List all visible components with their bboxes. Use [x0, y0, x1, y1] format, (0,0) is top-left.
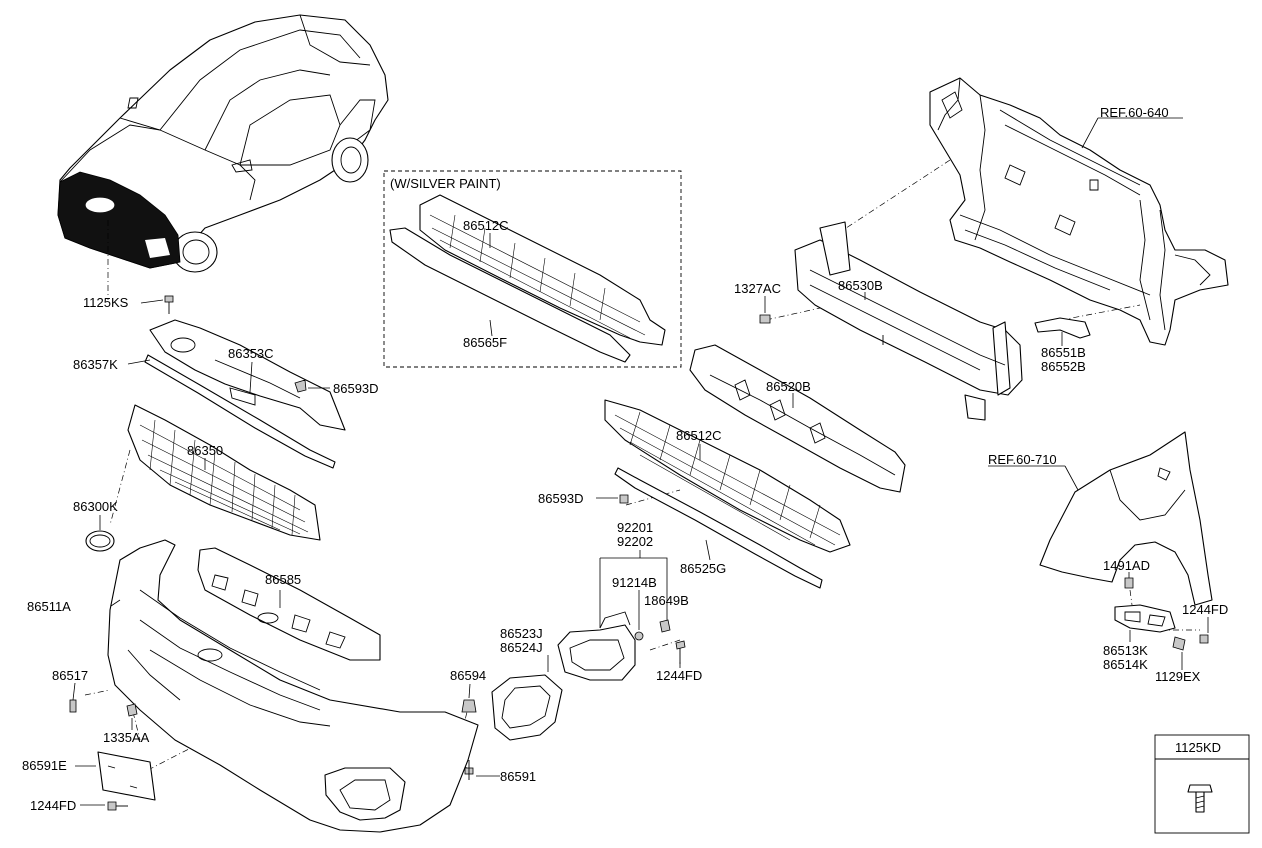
label-86523J: 86523J: [500, 626, 543, 641]
label-1327AC: 1327AC: [734, 281, 781, 296]
fog-lamp: [557, 550, 686, 681]
label-1491AD: 1491AD: [1103, 558, 1150, 573]
label-1244FD-mid: 1244FD: [656, 668, 702, 683]
label-86353C: 86353C: [228, 346, 274, 361]
upper-grille-parts: [127, 295, 346, 469]
mid-fasteners: [461, 683, 500, 780]
label-86593D-top: 86593D: [333, 381, 379, 396]
label-86530B: 86530B: [838, 278, 883, 293]
label-86593D-mid: 86593D: [538, 491, 584, 506]
energy-absorber: [689, 344, 906, 493]
label-86551B: 86551B: [1041, 345, 1086, 360]
label-ref-60-640: REF.60-640: [1100, 105, 1169, 120]
label-91214B: 91214B: [612, 575, 657, 590]
label-1244FD-right: 1244FD: [1182, 602, 1228, 617]
label-86512C-lower: 86512C: [676, 428, 722, 443]
part-labels: 1125KS 86357K 86353C 86593D 86350 86300K…: [22, 105, 1228, 813]
label-86512C-box: 86512C: [463, 218, 509, 233]
silver-paint-box: (W/SILVER PAINT): [383, 170, 682, 368]
radiator-support-ref: [929, 77, 1229, 346]
label-86520B: 86520B: [766, 379, 811, 394]
label-86300K: 86300K: [73, 499, 118, 514]
label-86585: 86585: [265, 572, 301, 587]
lower-grille: [596, 399, 851, 589]
label-86552B: 86552B: [1041, 359, 1086, 374]
radiator-grille: [127, 404, 321, 541]
label-ref-60-710: REF.60-710: [988, 452, 1057, 467]
label-86525G: 86525G: [680, 561, 726, 576]
label-92201: 92201: [617, 520, 653, 535]
label-86517: 86517: [52, 668, 88, 683]
fog-lamp-cover: [491, 655, 563, 741]
label-1244FD-left: 1244FD: [30, 798, 76, 813]
vehicle-illustration: [57, 14, 389, 273]
lower-left-fasteners: [69, 682, 156, 811]
inset-1125kd: [1154, 734, 1250, 834]
label-86524J: 86524J: [500, 640, 543, 655]
label-18649B: 18649B: [644, 593, 689, 608]
label-86357K: 86357K: [73, 357, 118, 372]
label-86594: 86594: [450, 668, 486, 683]
label-86565F: 86565F: [463, 335, 507, 350]
bracket-86551b: [1034, 317, 1091, 346]
front-bumper-cover: [107, 539, 479, 833]
label-92202: 92202: [617, 534, 653, 549]
label-86591E: 86591E: [22, 758, 67, 773]
label-86514K: 86514K: [1103, 657, 1148, 672]
label-1335AA: 1335AA: [103, 730, 150, 745]
label-1125KD: 1125KD: [1175, 740, 1221, 755]
label-86511A: 86511A: [27, 599, 71, 614]
label-86513K: 86513K: [1103, 643, 1148, 658]
emblem: [85, 515, 115, 552]
grille-reinforcement: [197, 547, 381, 661]
silver-paint-box-title: (W/SILVER PAINT): [390, 176, 501, 191]
label-86591: 86591: [500, 769, 536, 784]
bumper-beam: [759, 221, 1023, 421]
label-86350: 86350: [187, 443, 223, 458]
label-1125KS: 1125KS: [83, 295, 129, 310]
assembly-lines: [84, 159, 1200, 771]
side-bracket: [1114, 572, 1209, 670]
fender-ref: [988, 431, 1213, 606]
label-1129EX: 1129EX: [1155, 669, 1201, 684]
